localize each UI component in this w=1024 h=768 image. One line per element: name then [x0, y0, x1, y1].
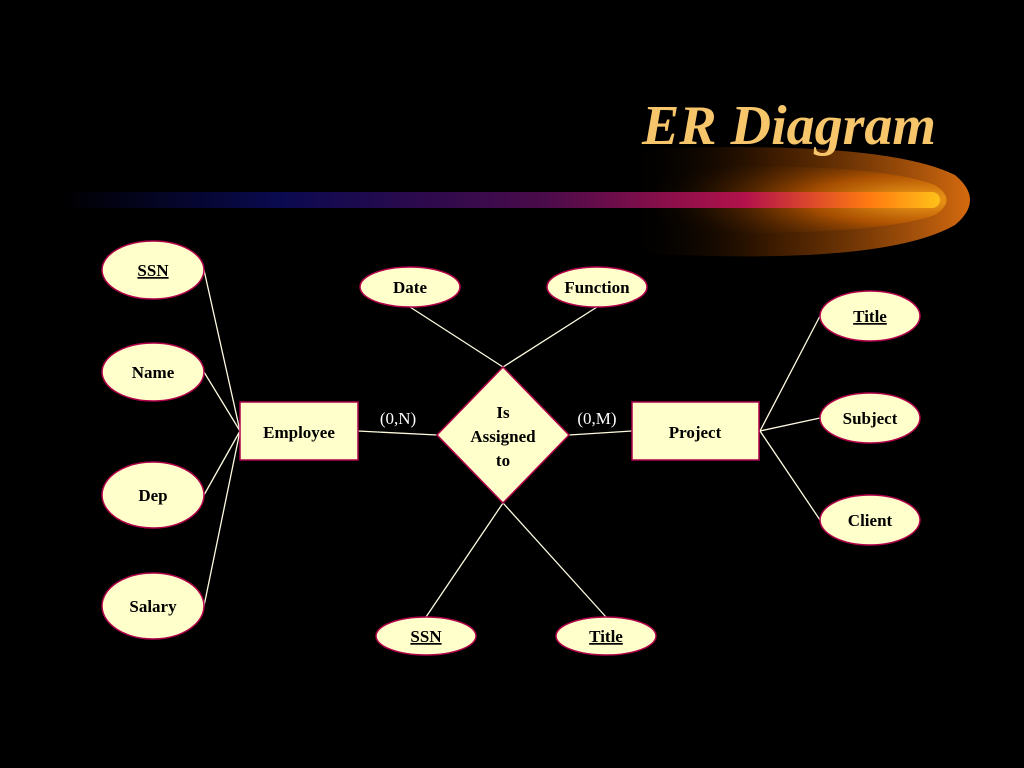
attr-relationship-date: Date — [359, 266, 461, 308]
relationship-label-line-1: Is — [496, 403, 510, 422]
attr-employee-dep-label: Dep — [138, 486, 167, 505]
attr-relationship-ssn-label: SSN — [410, 627, 442, 646]
attr-employee-dep: Dep — [101, 461, 205, 529]
attr-project-client: Client — [819, 494, 921, 546]
attr-relationship-function: Function — [546, 266, 648, 308]
attr-relationship-ssn: SSN — [375, 616, 477, 656]
attr-employee-salary: Salary — [101, 572, 205, 640]
cardinality-employee: (0,N) — [380, 409, 416, 428]
attr-project-title-label: Title — [853, 307, 887, 326]
connector-lines — [203, 269, 821, 618]
relationship-is-assigned-to: Is Assigned to — [435, 365, 571, 505]
attr-project-subject-label: Subject — [843, 409, 898, 428]
entity-employee: Employee — [239, 401, 359, 461]
cardinality-project: (0,M) — [577, 409, 616, 428]
entity-project: Project — [631, 401, 760, 461]
relationship-label-line-3: to — [496, 451, 510, 470]
attr-relationship-function-label: Function — [564, 278, 630, 297]
attr-employee-name-label: Name — [132, 363, 175, 382]
attr-relationship-title: Title — [555, 616, 657, 656]
attr-employee-name: Name — [101, 342, 205, 402]
attr-relationship-title-label: Title — [589, 627, 623, 646]
entity-project-label: Project — [669, 423, 722, 442]
relationship-label-line-2: Assigned — [470, 427, 536, 446]
attr-employee-salary-label: Salary — [129, 597, 177, 616]
attr-employee-ssn-label: SSN — [137, 261, 169, 280]
attr-employee-ssn: SSN — [101, 240, 205, 300]
slide-title: ER Diagram — [641, 95, 936, 157]
attr-relationship-date-label: Date — [393, 278, 427, 297]
attr-project-title: Title — [819, 290, 921, 342]
attr-project-client-label: Client — [848, 511, 893, 530]
attr-project-subject: Subject — [819, 392, 921, 444]
decorative-swoosh — [60, 147, 970, 257]
entity-employee-label: Employee — [263, 423, 335, 442]
